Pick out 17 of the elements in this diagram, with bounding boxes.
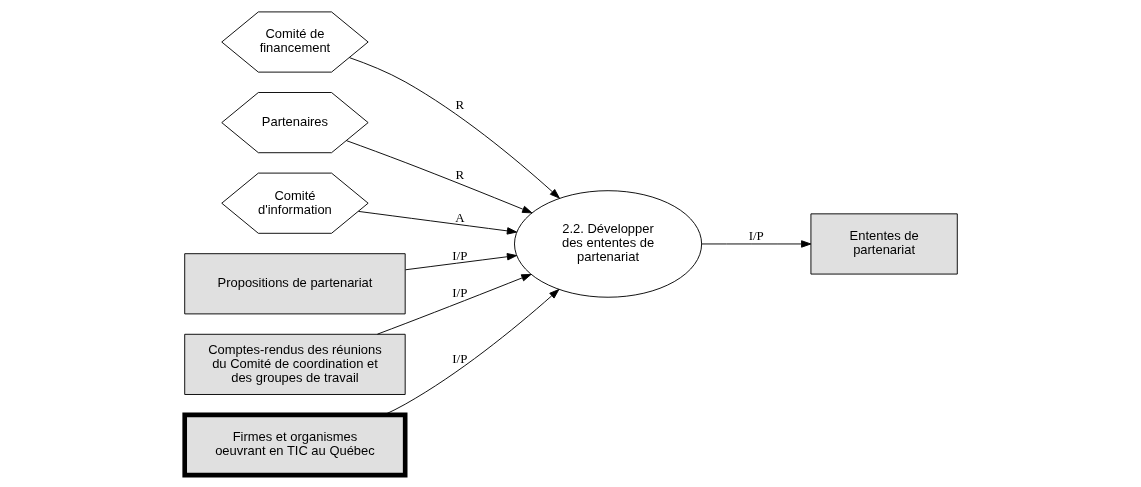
edge-label: I/P <box>451 247 467 263</box>
node-box: Comptes-rendus des réunions du Comité de coordination et des groupes de travail <box>183 333 406 395</box>
arrow <box>348 57 560 199</box>
arrow <box>404 253 517 271</box>
arrow <box>357 210 517 235</box>
node-box: Ententes de partenariat <box>809 213 958 275</box>
arrow <box>376 273 531 335</box>
arrow <box>345 140 532 214</box>
edge-label: I/P <box>748 228 764 244</box>
edge-label: I/P <box>451 350 467 366</box>
edge-label: A <box>454 209 465 225</box>
node-box: Firmes et organismes oeuvrant en TIC au Québec <box>181 412 407 478</box>
edge-label: I/P <box>451 284 467 300</box>
node-box: Propositions de partenariat <box>183 253 406 315</box>
edge-label: R <box>455 167 464 183</box>
arrow <box>700 240 811 248</box>
edge-label: R <box>455 96 464 112</box>
